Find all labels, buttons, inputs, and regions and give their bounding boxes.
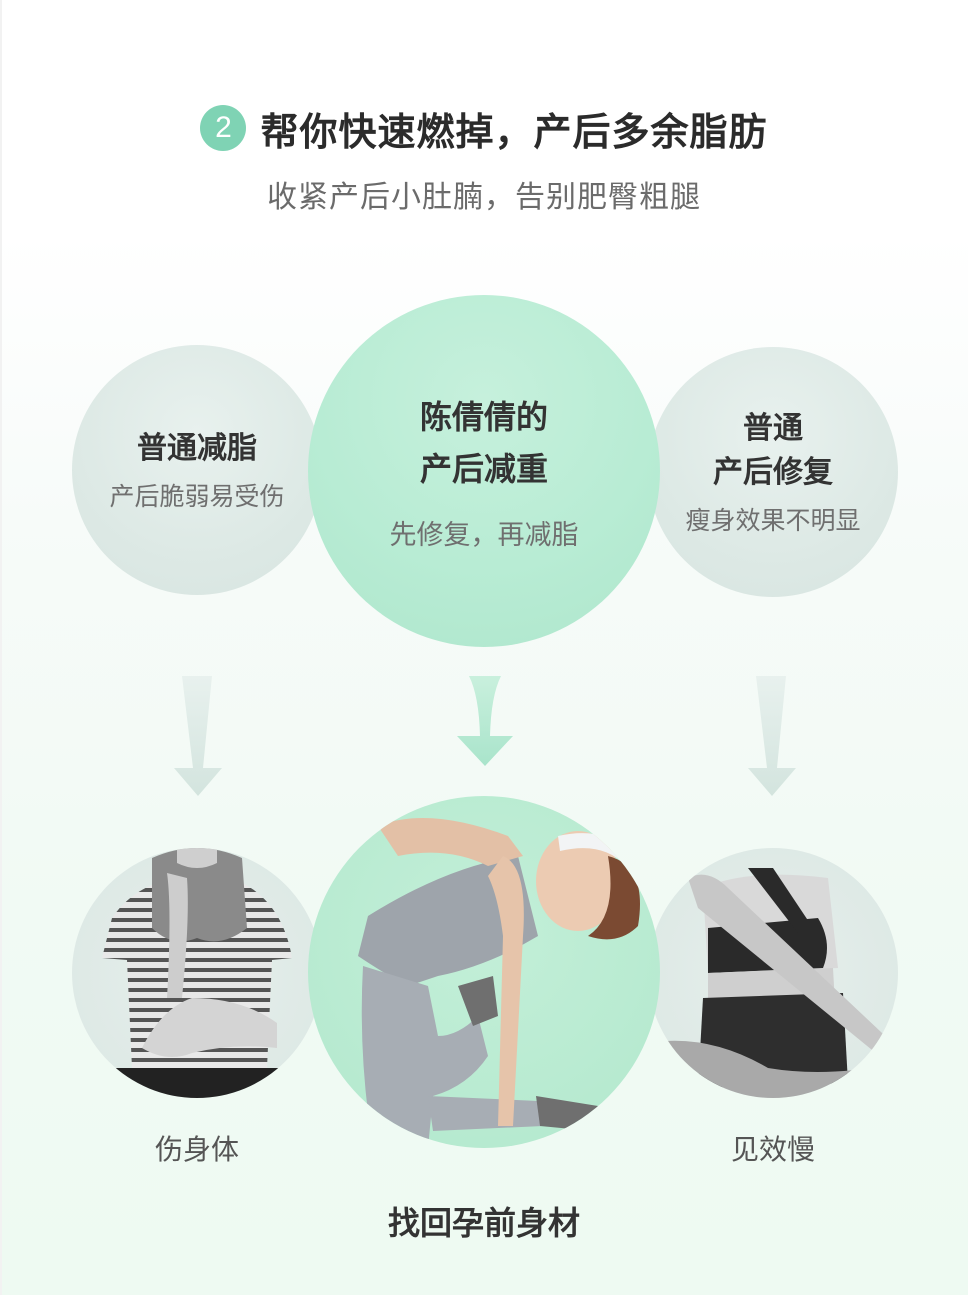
method-description: 瘦身效果不明显 — [685, 506, 861, 535]
person-illustration — [102, 848, 292, 1098]
photo-woman-striped-shirt — [72, 848, 322, 1098]
section-subtitle: 收紧产后小肚腩，告别肥臀粗腿 — [267, 180, 701, 215]
photo-yoga-instructor — [308, 796, 660, 1148]
method-title-line-1: 陈倩倩的 — [419, 397, 548, 436]
person-illustration — [358, 818, 640, 1148]
arrow-down-icon — [174, 676, 222, 796]
result-label-slow-results: 见效慢 — [730, 1133, 815, 1166]
method-description: 产后脆弱易受伤 — [109, 482, 285, 511]
step-number-badge: 2 — [200, 105, 247, 151]
method-title-line-2: 产后减重 — [419, 449, 548, 488]
section-header: 2 帮你快速燃掉，产后多余脂肪 收紧产后小肚腩，告别肥臀粗腿 — [0, 98, 968, 216]
result-label-hurts-body: 伤身体 — [154, 1133, 239, 1166]
method-title-line-1: 普通 — [743, 411, 803, 446]
method-title: 普通减脂 — [137, 431, 257, 466]
person-illustration — [648, 868, 898, 1098]
method-circle-normal-fat-loss: 普通减脂 产后脆弱易受伤 — [72, 345, 322, 595]
section-title: 帮你快速燃掉，产后多余脂肪 — [260, 109, 768, 154]
method-title-line-2: 产后修复 — [713, 455, 833, 490]
method-circle-normal-recovery: 普通 产后修复 瘦身效果不明显 — [648, 347, 898, 597]
method-circle-featured: 陈倩倩的 产后减重 先修复，再减脂 — [308, 295, 660, 647]
method-description: 先修复，再减脂 — [389, 519, 579, 551]
arrow-down-icon — [457, 676, 513, 766]
outcome-label: 找回孕前身材 — [387, 1204, 580, 1242]
title-row: 2 帮你快速燃掉，产后多余脂肪 — [0, 98, 968, 158]
photo-woman-torso — [648, 848, 898, 1098]
left-edge-divider — [0, 0, 2, 1295]
arrow-down-icon — [748, 676, 796, 796]
